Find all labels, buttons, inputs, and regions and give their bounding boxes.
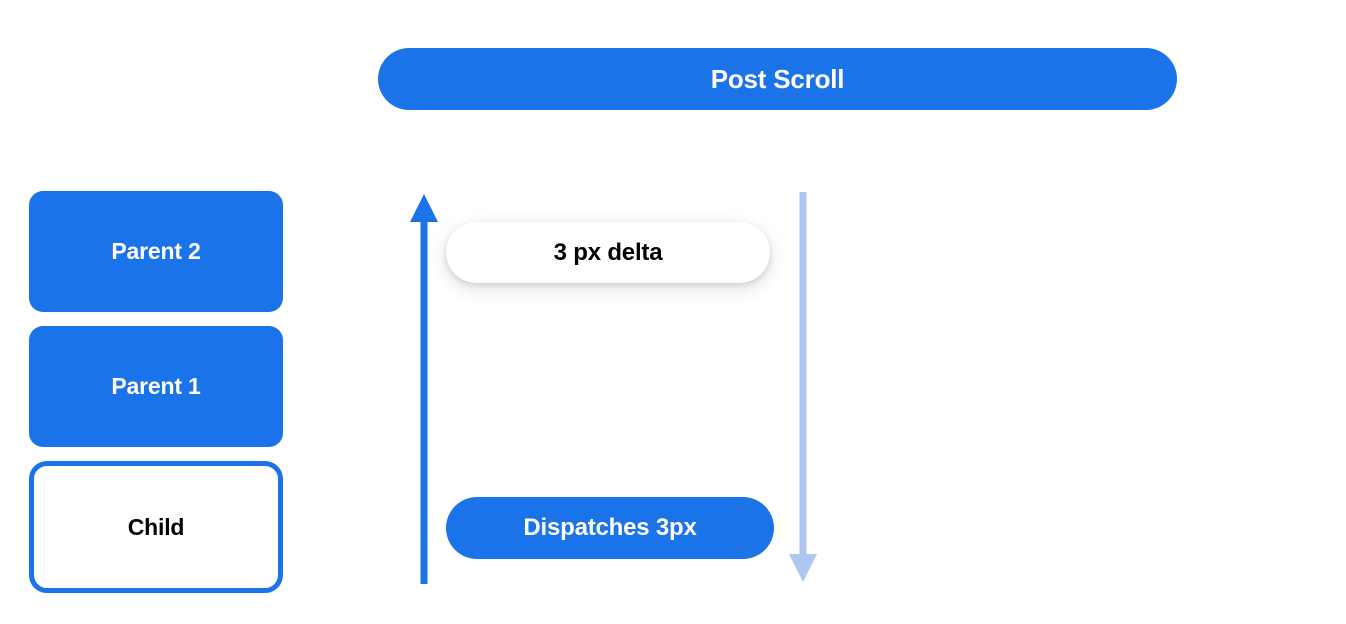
node-parent-1-label: Parent 1 xyxy=(111,373,201,399)
scroll-up-arrow-icon xyxy=(410,194,438,584)
dispatch-annotation-label: Dispatches 3px xyxy=(523,514,697,541)
node-hierarchy-stack: Parent 2 Parent 1 Child xyxy=(29,191,283,593)
node-child-label: Child xyxy=(127,513,185,540)
post-scroll-header-label: Post Scroll xyxy=(710,64,845,94)
node-parent-2-label: Parent 2 xyxy=(111,238,201,264)
delta-annotation-pill: 3 px delta xyxy=(446,222,770,283)
post-scroll-header: Post Scroll xyxy=(378,48,1177,110)
node-parent-1: Parent 1 xyxy=(29,326,283,447)
dispatch-annotation-pill: Dispatches 3px xyxy=(446,497,774,559)
node-parent-2: Parent 2 xyxy=(29,191,283,312)
node-child: Child xyxy=(29,461,283,593)
delta-annotation-label: 3 px delta xyxy=(553,238,663,266)
dispatch-down-arrow-icon xyxy=(789,192,817,582)
